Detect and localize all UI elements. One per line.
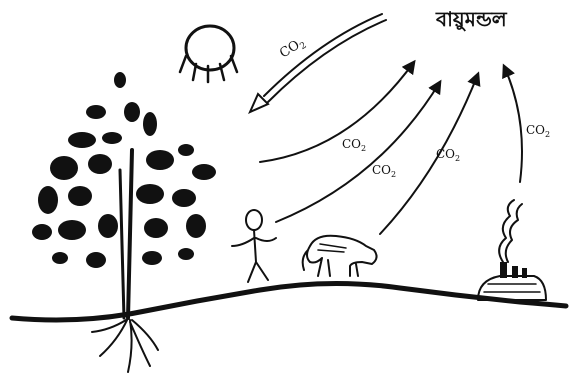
sun-icon	[180, 26, 237, 82]
co2-arrow-factory	[504, 66, 522, 182]
co2-label-cow: CO2	[436, 147, 460, 163]
co2-label-factory: CO2	[526, 123, 550, 139]
co2-absorption-arrow	[250, 14, 386, 112]
ground-line	[12, 283, 566, 320]
cow-icon	[303, 236, 377, 276]
atmosphere-title: বায়ুমন্ডল	[435, 7, 508, 32]
co2-label-tree: CO2	[342, 137, 366, 153]
person-icon	[232, 210, 276, 282]
co2-label-absorb: CO2	[277, 35, 308, 63]
factory-icon	[478, 200, 546, 300]
tree-icon	[32, 72, 216, 372]
co2-label-person: CO2	[372, 163, 396, 179]
